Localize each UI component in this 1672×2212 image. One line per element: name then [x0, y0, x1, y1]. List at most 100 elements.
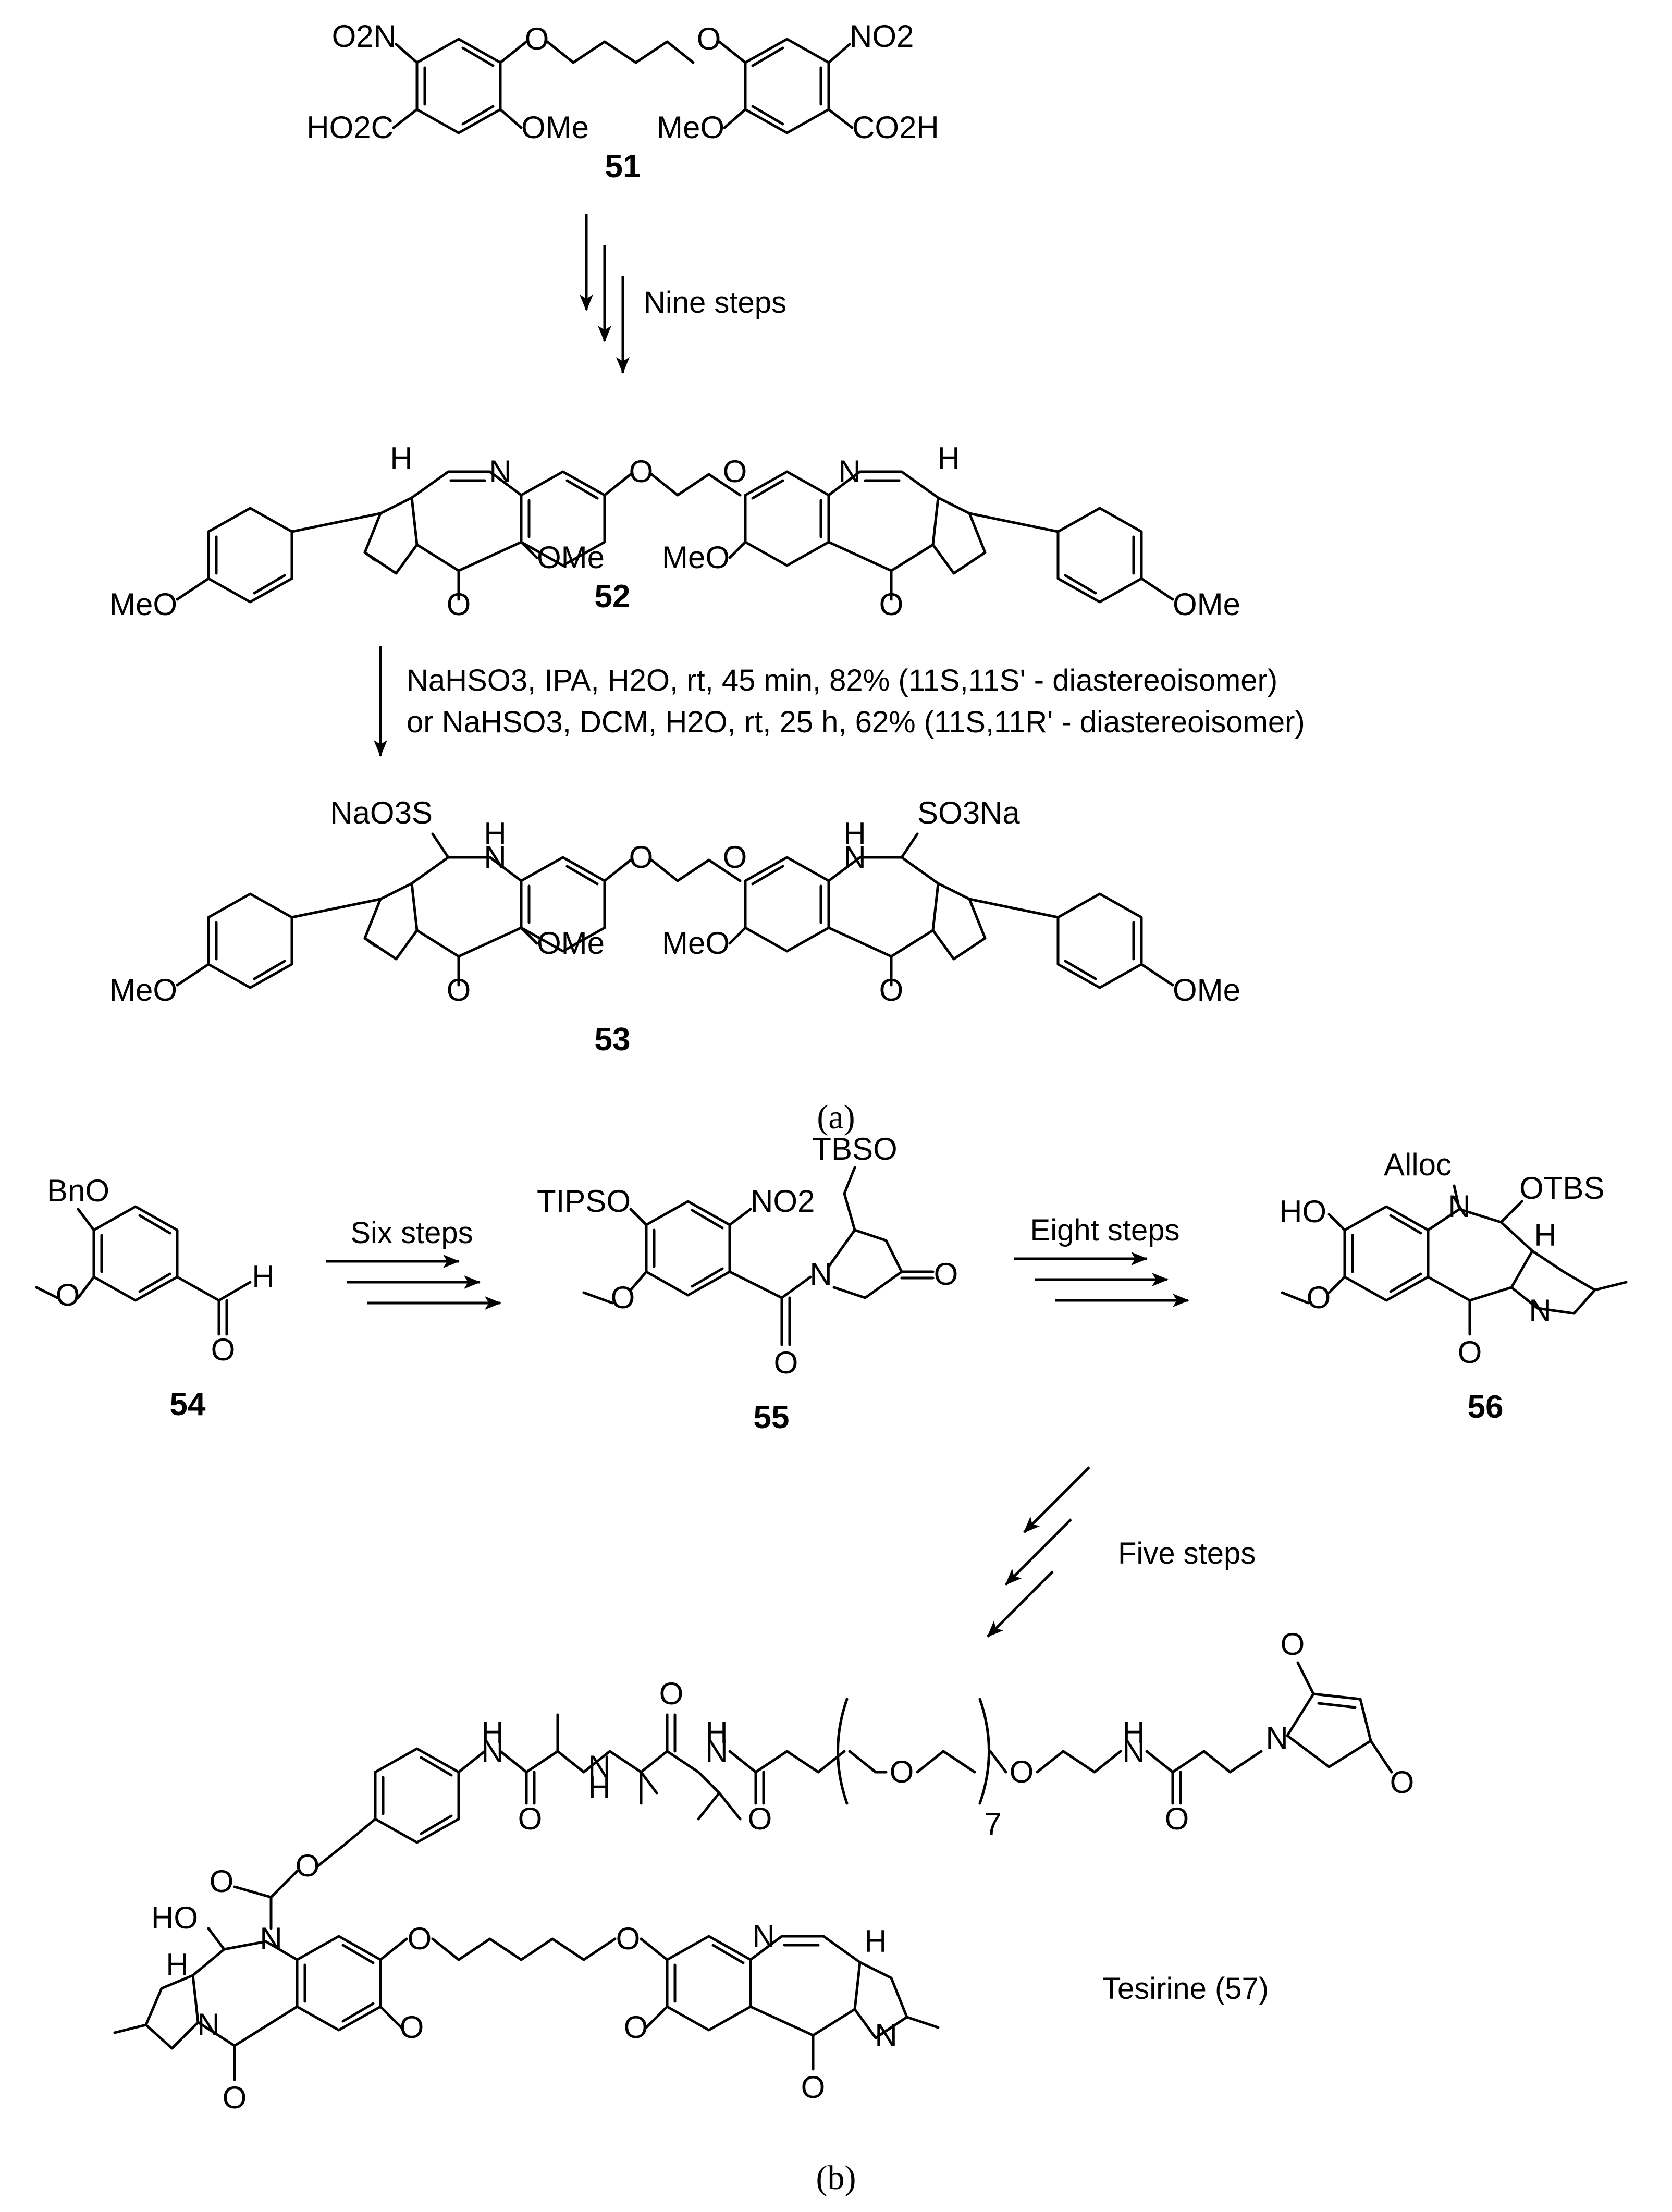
- atom-o: O: [1165, 1801, 1189, 1836]
- atom-o: O: [697, 21, 721, 56]
- atom-o: O: [1010, 1754, 1034, 1789]
- ome-label: OMe: [1173, 587, 1240, 622]
- atom-n: N: [588, 1749, 610, 1784]
- six-steps-label: Six steps: [350, 1216, 473, 1250]
- atom-n: N: [875, 2018, 897, 2053]
- atom-o: O: [748, 1801, 772, 1836]
- ho-label: HO: [1280, 1194, 1326, 1229]
- atom-n: N: [197, 2007, 219, 2042]
- conditions-line-1: NaHSO3, IPA, H2O, rt, 45 min, 82% (11S,1…: [407, 663, 1277, 697]
- eight-steps-label: Eight steps: [1030, 1213, 1180, 1247]
- atom-n: N: [1448, 1189, 1470, 1224]
- atom-o: O: [629, 454, 654, 489]
- tesirine-structure: [113, 1661, 1393, 2081]
- atom-o: O: [525, 21, 549, 56]
- atom-o: O: [296, 1848, 320, 1883]
- nh-label: H: [843, 816, 866, 851]
- bno-label: BnO: [47, 1173, 109, 1208]
- alloc-label: Alloc: [1384, 1147, 1452, 1182]
- atom-o: O: [56, 1277, 80, 1312]
- atom-o: O: [624, 2010, 648, 2045]
- ome-label: OMe: [521, 110, 589, 145]
- tipso-label: TIPSO: [537, 1184, 631, 1219]
- tbso-label: TBSO: [812, 1132, 897, 1166]
- ome-label: OMe: [1173, 973, 1240, 1007]
- atom-o: O: [1390, 1765, 1415, 1800]
- meo-label: MeO: [109, 973, 177, 1007]
- atom-o: O: [400, 2010, 424, 2045]
- atom-o: O: [629, 840, 654, 875]
- panel-label-a: (a): [817, 1098, 855, 1136]
- atom-o: O: [659, 1676, 684, 1711]
- atom-h: H: [937, 441, 960, 476]
- atom-o: O: [211, 1332, 236, 1367]
- so3na-label: SO3Na: [917, 795, 1020, 830]
- atom-h: H: [1534, 1218, 1556, 1252]
- atom-o: O: [210, 1864, 234, 1899]
- tesirine-label: Tesirine (57): [1102, 1972, 1269, 2006]
- compound-51-number: 51: [605, 149, 641, 185]
- five-steps-label: Five steps: [1118, 1537, 1256, 1570]
- nh-h: H: [481, 1715, 503, 1750]
- atom-n: N: [705, 1734, 728, 1768]
- atom-n: N: [1529, 1293, 1551, 1328]
- atom-o: O: [774, 1345, 798, 1380]
- five-steps-arrows: [987, 1466, 1090, 1638]
- nh-h: H: [705, 1715, 728, 1750]
- panel-label-b: (b): [816, 2159, 856, 2197]
- atom-n: N: [489, 454, 511, 489]
- atom-o: O: [879, 587, 904, 622]
- nh-h: H: [588, 1770, 610, 1805]
- compound-56-number: 56: [1468, 1389, 1504, 1425]
- atom-o: O: [1307, 1280, 1331, 1315]
- conditions-line-2: or NaHSO3, DCM, H2O, rt, 25 h, 62% (11S,…: [407, 705, 1305, 739]
- nh-label: H: [484, 816, 506, 851]
- ho-label: HO: [151, 1900, 198, 1935]
- atom-o: O: [879, 973, 904, 1007]
- otbs-label: OTBS: [1519, 1171, 1604, 1206]
- atom-o: O: [801, 2070, 826, 2105]
- atom-n: N: [481, 1734, 503, 1768]
- atom-n: N: [843, 840, 866, 875]
- atom-h: H: [864, 1924, 887, 1959]
- atom-n: N: [260, 1921, 282, 1956]
- ome-label: OMe: [537, 926, 605, 961]
- atom-o: O: [518, 1801, 543, 1836]
- atom-h: H: [166, 1947, 188, 1982]
- o2n-label: O2N: [332, 19, 396, 54]
- nh-h: H: [1122, 1715, 1145, 1750]
- meo-label: MeO: [657, 110, 724, 145]
- naso3s-label: NaO3S: [330, 795, 433, 830]
- atom-n: N: [484, 840, 506, 875]
- atom-o: O: [723, 454, 747, 489]
- meo-label: MeO: [662, 926, 730, 961]
- atom-n: N: [838, 454, 860, 489]
- meo-label: MeO: [109, 587, 177, 622]
- meo-label: MeO: [662, 540, 730, 575]
- compound-54-structure: [35, 1205, 252, 1336]
- atom-o: O: [447, 973, 471, 1007]
- compound-51-structure: [392, 38, 854, 134]
- six-steps-arrows: [326, 1255, 501, 1310]
- atom-o: O: [408, 1921, 432, 1956]
- compound-54-number: 54: [170, 1386, 206, 1422]
- eight-steps-arrows: [1014, 1252, 1189, 1307]
- compound-53-structure: [176, 832, 1174, 989]
- compound-55-number: 55: [754, 1399, 790, 1435]
- no2-label: NO2: [850, 19, 914, 54]
- nine-steps-arrows: [580, 214, 630, 374]
- compound-52-structure: [176, 470, 1174, 604]
- ho2c-label: HO2C: [306, 110, 394, 145]
- atom-o: O: [890, 1754, 914, 1789]
- peg-repeat-count: 7: [984, 1807, 1001, 1841]
- atom-o: O: [934, 1257, 958, 1292]
- nine-steps-label: Nine steps: [644, 286, 786, 319]
- atom-o: O: [1281, 1627, 1305, 1662]
- atom-o: O: [223, 2080, 247, 2115]
- no2-label: NO2: [751, 1184, 815, 1219]
- co2h-label: CO2H: [852, 110, 939, 145]
- compound-56-structure: [1281, 1184, 1628, 1336]
- ome-label: OMe: [537, 540, 605, 575]
